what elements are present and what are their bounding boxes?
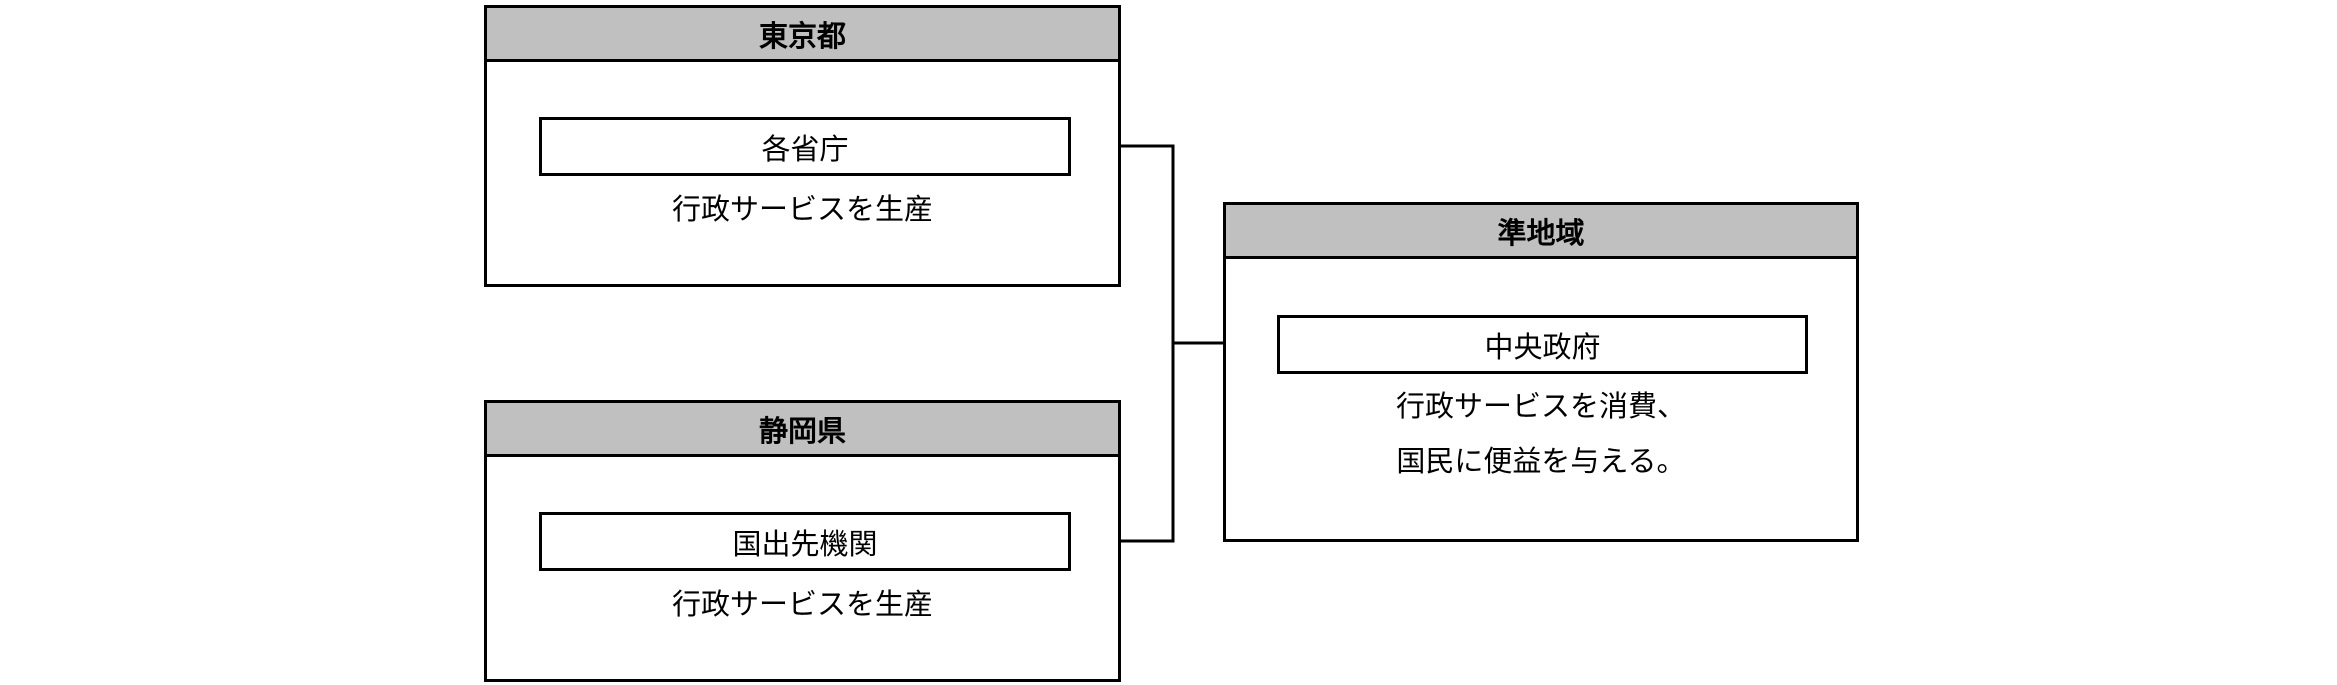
caption-shizuoka: 行政サービスを生産: [671, 587, 933, 621]
actor-box-central-government: 中央政府: [1277, 315, 1808, 374]
region-tokyo-title: 東京都: [487, 8, 1118, 62]
actor-box-ministries: 各省庁: [539, 117, 1071, 176]
caption-tokyo: 行政サービスを生産: [671, 192, 933, 226]
region-jun-title: 準地域: [1226, 205, 1856, 259]
actor-box-regional-offices: 国出先機関: [539, 512, 1071, 571]
region-tokyo: 東京都 各省庁 行政サービスを生産: [484, 5, 1121, 287]
caption-jun-line1: 行政サービスを消費、: [1395, 389, 1686, 423]
region-jun: 準地域 中央政府 行政サービスを消費、 国民に便益を与える。: [1223, 202, 1859, 542]
region-shizuoka: 静岡県 国出先機関 行政サービスを生産: [484, 400, 1121, 682]
region-shizuoka-title: 静岡県: [487, 403, 1118, 457]
caption-jun-line2: 国民に便益を与える。: [1396, 444, 1686, 478]
